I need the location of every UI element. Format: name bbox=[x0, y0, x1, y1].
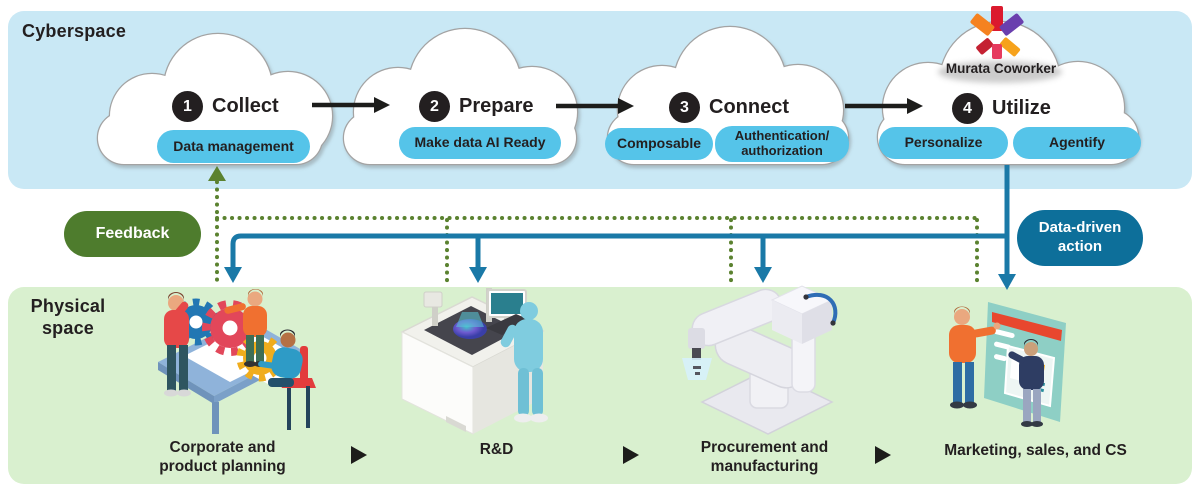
robot-arm-illustration bbox=[682, 285, 838, 435]
scanner-beam bbox=[456, 312, 484, 327]
step-number-badge: 3 bbox=[669, 92, 700, 123]
tag-agentify: Agentify bbox=[1013, 127, 1141, 159]
step-arrows bbox=[312, 97, 923, 114]
presenter-person bbox=[949, 306, 1001, 409]
robot-cable bbox=[805, 293, 838, 324]
tag-authentication-authorization: Authentication/ authorization bbox=[715, 126, 849, 162]
step-number-badge: 4 bbox=[952, 93, 983, 124]
rnd-illustration bbox=[400, 288, 548, 435]
coworker-shadow bbox=[938, 61, 1062, 83]
person-standing-left bbox=[164, 292, 191, 397]
feedback-badge: Feedback bbox=[64, 211, 201, 257]
step-collect: 1 Collect bbox=[172, 91, 279, 122]
tag-data-management: Data management bbox=[157, 130, 310, 163]
stage-procurement-label: Procurement and manufacturing bbox=[700, 439, 829, 476]
stage-arrow-icon bbox=[875, 446, 891, 464]
step-title: Prepare bbox=[459, 95, 534, 117]
step-number-badge: 2 bbox=[419, 91, 450, 122]
tag-composable: Composable bbox=[605, 128, 713, 160]
cyberspace-label: Cyberspace bbox=[22, 21, 127, 41]
cleanroom-person bbox=[500, 302, 548, 423]
physical-space-label: Physical space bbox=[30, 296, 106, 338]
viewer-person bbox=[1008, 339, 1044, 427]
step-title: Utilize bbox=[992, 97, 1051, 119]
tag-personalize: Personalize bbox=[879, 127, 1008, 159]
step-prepare: 2 Prepare bbox=[419, 91, 534, 122]
feedback-flow-path bbox=[215, 180, 979, 283]
marketing-illustration bbox=[949, 302, 1066, 427]
monitor-icon bbox=[487, 289, 527, 326]
action-arrowheads bbox=[224, 267, 1016, 290]
stage-corporate-planning-label: Corporate and product planning bbox=[159, 439, 286, 476]
stage-marketing-label: Marketing, sales, and CS bbox=[944, 442, 1127, 459]
feedback-arrowhead-up bbox=[208, 166, 226, 181]
data-driven-action-badge: Data-driven action bbox=[1017, 210, 1143, 266]
step-title: Collect bbox=[212, 95, 279, 117]
step-connect: 3 Connect bbox=[669, 92, 789, 123]
stage-arrow-icon bbox=[623, 446, 639, 464]
step-utilize: 4 Utilize bbox=[952, 93, 1051, 124]
tag-make-data-ai-ready: Make data AI Ready bbox=[399, 127, 561, 159]
action-flow-path bbox=[230, 165, 1010, 276]
murata-coworker-label: Murata Coworker bbox=[945, 61, 1057, 76]
step-number-badge: 1 bbox=[172, 91, 203, 122]
step-title: Connect bbox=[709, 96, 789, 118]
murata-coworker-logo-icon bbox=[970, 6, 1024, 59]
corporate-planning-illustration bbox=[158, 289, 316, 434]
keyboard-icon bbox=[486, 314, 532, 335]
person-sitting-right bbox=[258, 329, 316, 430]
stage-arrow-icon bbox=[351, 446, 367, 464]
stage-rnd-label: R&D bbox=[479, 441, 514, 458]
